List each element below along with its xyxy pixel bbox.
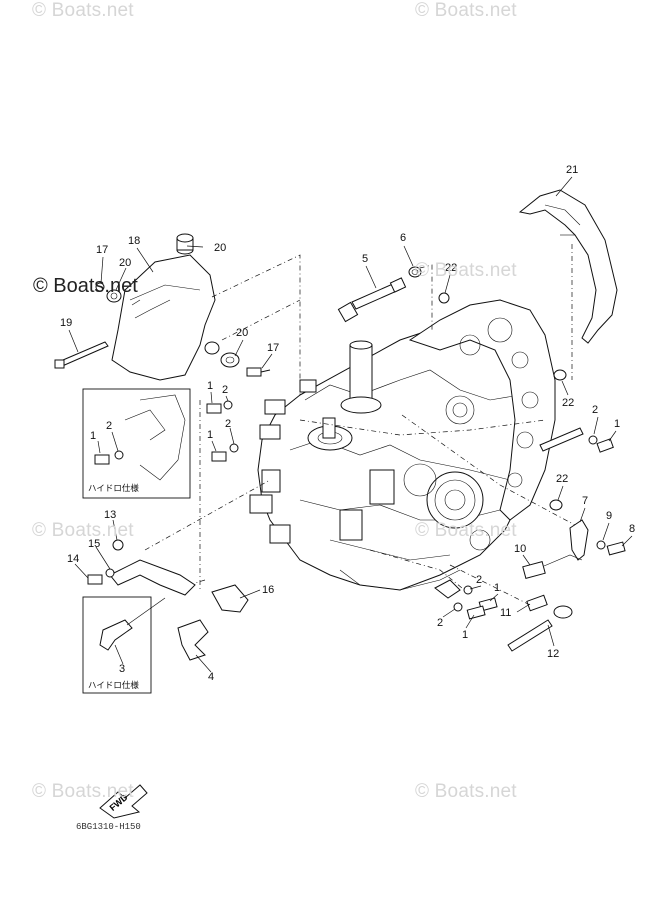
stud-right-upper bbox=[539, 427, 584, 452]
bolt-part-1-lower-b bbox=[466, 605, 486, 620]
callout-21: 21 bbox=[566, 164, 578, 176]
callout-17-right: 17 bbox=[267, 342, 279, 354]
callout-1-left-lower: 1 bbox=[207, 429, 213, 441]
callout-22-lower: 22 bbox=[556, 473, 568, 485]
bracket-part-7 bbox=[569, 519, 589, 561]
leader-lines bbox=[68, 176, 633, 673]
callout-12: 12 bbox=[547, 648, 559, 660]
grommet-part-20-left bbox=[106, 289, 122, 303]
watermark-top-right: © Boats.net bbox=[415, 0, 517, 21]
watermark-middle-right: © Boats.net bbox=[415, 520, 517, 541]
callout-13: 13 bbox=[104, 509, 116, 521]
watermark-top-left: © Boats.net bbox=[32, 0, 134, 21]
callout-17-left: 17 bbox=[96, 244, 108, 256]
callout-18: 18 bbox=[128, 235, 140, 247]
washer-part-2-right bbox=[588, 435, 598, 445]
grommet-part-22-b bbox=[553, 369, 567, 381]
callout-1-inset: 1 bbox=[90, 430, 96, 442]
callout-22-mid: 22 bbox=[562, 397, 574, 409]
hydro-inset-lower bbox=[82, 596, 152, 694]
watermark-bottom-right: © Boats.net bbox=[415, 781, 517, 802]
washer-part-9 bbox=[596, 540, 606, 550]
bolt-part-1-right bbox=[596, 438, 614, 453]
cable-tie-part-19 bbox=[54, 341, 109, 369]
hydro-inset-upper bbox=[82, 388, 191, 499]
cover-part-18 bbox=[111, 254, 216, 381]
callout-2-lower-left: 2 bbox=[437, 617, 443, 629]
callout-1-lower-left: 1 bbox=[462, 629, 468, 641]
callout-20-left: 20 bbox=[119, 257, 131, 269]
callout-20-right: 20 bbox=[236, 327, 248, 339]
bolt-part-1-left-upper bbox=[206, 403, 222, 414]
callout-16: 16 bbox=[262, 584, 274, 596]
callout-9: 9 bbox=[606, 510, 612, 522]
bolt-part-8 bbox=[606, 541, 626, 556]
bracket-lower-mid bbox=[434, 579, 461, 599]
o-ring-part-6 bbox=[408, 266, 422, 278]
callout-1-right: 1 bbox=[614, 418, 620, 430]
clip-part-16 bbox=[211, 584, 249, 613]
sensor-probe-part-12 bbox=[507, 605, 573, 652]
diagram-code: 6BG1310-H150 bbox=[76, 822, 141, 832]
callout-numbers: 20 18 17 20 19 20 17 5 6 22 21 22 2 1 22… bbox=[60, 164, 635, 683]
callout-8: 8 bbox=[629, 523, 635, 535]
callout-1-left-upper: 1 bbox=[207, 380, 213, 392]
callout-4: 4 bbox=[208, 671, 214, 683]
clip-part-4 bbox=[177, 619, 209, 661]
callout-19: 19 bbox=[60, 317, 72, 329]
callout-6: 6 bbox=[400, 232, 406, 244]
connector-part-10 bbox=[522, 554, 583, 579]
washer-part-15 bbox=[105, 568, 115, 578]
watermark-middle-left: © Boats.net bbox=[32, 520, 134, 541]
callout-1-lower-right: 1 bbox=[494, 582, 500, 594]
hydro-spec-label-upper: ハイドロ仕様 bbox=[88, 483, 139, 494]
callout-2-lower-right: 2 bbox=[476, 574, 482, 586]
callout-10: 10 bbox=[514, 543, 526, 555]
grommet-part-20-top bbox=[176, 233, 194, 255]
callout-15: 15 bbox=[88, 538, 100, 550]
grommet-part-20-right bbox=[204, 341, 240, 368]
watermark-bottom-left: © Boats.net bbox=[32, 781, 134, 802]
callout-3: 3 bbox=[119, 663, 125, 675]
sensor-part-11 bbox=[526, 594, 548, 612]
washer-part-2-left-upper bbox=[223, 400, 233, 410]
callout-2-left-upper: 2 bbox=[222, 384, 228, 396]
callout-2-inset: 2 bbox=[106, 420, 112, 432]
watermark-mid-left-dark: © Boats.net bbox=[33, 275, 138, 297]
fwd-arrow: FWD bbox=[99, 784, 148, 819]
bolt-part-14 bbox=[87, 574, 103, 585]
sensor-part-5 bbox=[337, 277, 407, 323]
callout-22-top: 22 bbox=[445, 262, 457, 274]
callout-7: 7 bbox=[582, 495, 588, 507]
callout-14: 14 bbox=[67, 553, 79, 565]
hydro-spec-label-lower: ハイドロ仕様 bbox=[88, 680, 139, 691]
callout-2-left-lower: 2 bbox=[225, 418, 231, 430]
bolt-part-17-left bbox=[95, 282, 105, 292]
throttle-link-part-13 bbox=[109, 539, 196, 596]
bolt-part-17-right bbox=[246, 367, 271, 377]
callout-20-top: 20 bbox=[214, 242, 226, 254]
callout-5: 5 bbox=[362, 253, 368, 265]
callout-11: 11 bbox=[500, 607, 511, 619]
washer-part-2-left-lower bbox=[229, 443, 239, 453]
grommet-part-22-a bbox=[438, 292, 450, 304]
washer-part-2-lower bbox=[453, 585, 473, 612]
callout-2-right: 2 bbox=[592, 404, 598, 416]
bolt-part-1-left-lower bbox=[211, 451, 227, 462]
cylinder-crankcase-block bbox=[249, 299, 556, 591]
bracket-part-21 bbox=[518, 189, 618, 344]
watermark-mid-right: © Boats.net bbox=[415, 260, 517, 281]
grommet-part-22-c bbox=[549, 499, 563, 511]
